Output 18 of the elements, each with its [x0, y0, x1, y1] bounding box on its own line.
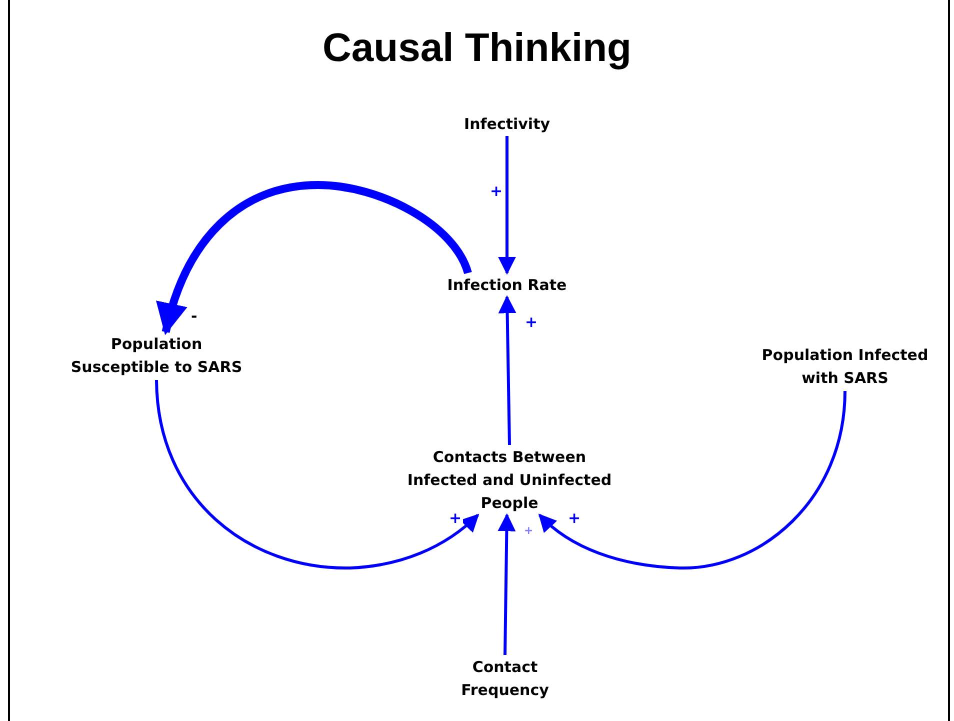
variable-label: Population Infected with SARS: [760, 345, 930, 389]
causal-arrow: [498, 136, 516, 275]
variable-label: Infectivity: [464, 114, 550, 134]
variable-label: Contact Frequency: [460, 657, 550, 701]
polarity-sign: +: [448, 511, 463, 526]
polarity-sign: +: [524, 315, 539, 330]
polarity-sign: +: [523, 525, 534, 536]
polarity-sign: +: [489, 184, 504, 199]
variable-label: Infection Rate: [447, 274, 567, 296]
polarity-sign: +: [567, 511, 582, 526]
title: Causal Thinking: [322, 25, 632, 72]
causal-arrow: [538, 390, 846, 570]
causal-arrow: [157, 181, 472, 336]
causal-arrow: [498, 295, 516, 446]
causal-arrow: [155, 380, 480, 570]
causal-arrow: [498, 513, 516, 656]
variable-label: Population Susceptible to SARS: [70, 334, 244, 378]
variable-label: Contacts Between Infected and Uninfected People: [406, 446, 613, 514]
